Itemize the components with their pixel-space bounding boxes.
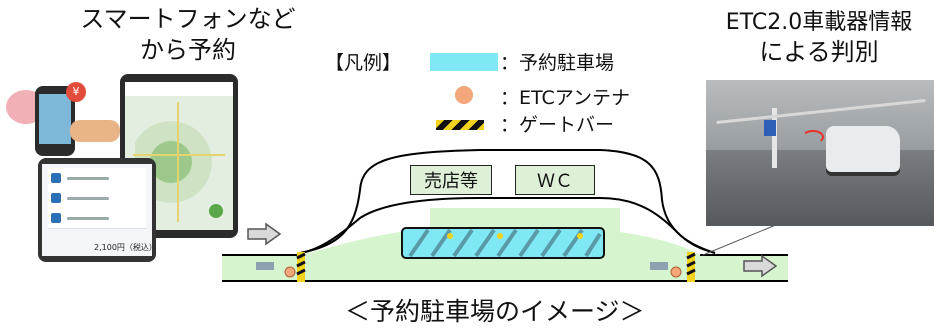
- antenna-sign: [764, 120, 776, 136]
- car-image: [826, 126, 900, 172]
- list-total: 2,100円（税込）: [94, 243, 152, 252]
- legend-gate-swatch: [436, 120, 484, 130]
- parking-stripes: [408, 228, 602, 258]
- exit-gate-bar: [687, 252, 695, 282]
- diagram-caption: ＜予約駐車場のイメージ＞: [345, 297, 645, 326]
- shop-box: 売店等: [410, 165, 492, 195]
- left-title-line1: スマートフォンなど: [80, 5, 296, 33]
- entry-car: [256, 262, 274, 270]
- entry-antenna: [284, 266, 296, 278]
- exit-car: [650, 262, 668, 270]
- entry-gate-bar: [297, 252, 305, 282]
- yen-coin-icon: ¥: [66, 82, 86, 102]
- legend-antenna-label: ：ETCアンテナ: [500, 87, 631, 109]
- left-title-line2: から予約: [140, 36, 236, 64]
- right-title-line2: による判別: [759, 38, 879, 66]
- legend-antenna-swatch: [455, 86, 473, 104]
- exit-antenna: [670, 266, 682, 278]
- list-phone: 2,100円（税込）: [38, 158, 156, 262]
- inflow-arrow: [247, 222, 282, 246]
- outflow-arrow: [743, 254, 778, 278]
- right-title-line1: ETC2.0車載器情報: [725, 10, 913, 35]
- signal-wave: [802, 130, 824, 144]
- inner-lane: [299, 197, 716, 254]
- service-area-outline: [299, 149, 716, 254]
- legend-reserved-swatch: [430, 53, 498, 71]
- legend-reserved-label: ：予約駐車場: [500, 52, 615, 74]
- wc-box: ＷＣ: [515, 165, 595, 195]
- hand-icon: [70, 120, 120, 142]
- legend-gate-label: ：ゲートバー: [500, 114, 615, 136]
- etc-gate-photo: [706, 80, 934, 226]
- legend-heading: 【凡例】: [325, 52, 402, 74]
- gate-pole: [772, 108, 777, 168]
- list-screen: 2,100円（税込）: [42, 164, 152, 256]
